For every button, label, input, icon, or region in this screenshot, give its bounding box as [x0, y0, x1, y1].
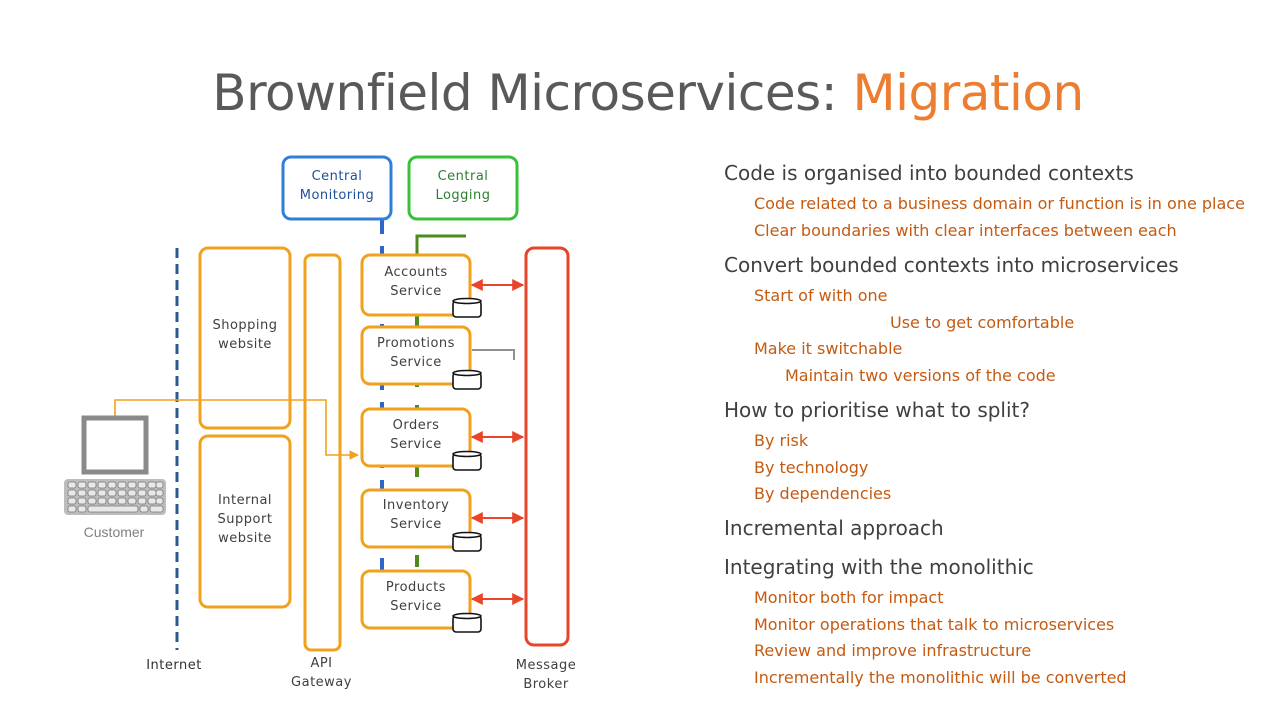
customer-label: Customer	[83, 524, 145, 540]
bullet-subitem: Use to get comfortable	[890, 313, 1075, 332]
orders-database-icon	[452, 450, 482, 471]
orders-service-label: Orders Service	[390, 418, 442, 452]
inventory-service-label: Inventory Service	[382, 498, 450, 532]
api-gateway-label: API Gateway	[291, 656, 352, 690]
bullet-subitem: Review and improve infrastructure	[754, 641, 1032, 660]
bullet-subitem: By risk	[754, 431, 809, 450]
promotions-service-label: Promotions Service	[377, 336, 455, 370]
customer-request-path	[114, 399, 359, 460]
bullet-subitem: Code related to a business domain or fun…	[754, 194, 1245, 213]
products-service-label: Products Service	[385, 580, 447, 614]
bullet-subitem: Monitor both for impact	[754, 588, 944, 607]
orders-service-box	[360, 407, 472, 468]
accounts-service-box	[360, 253, 472, 317]
shopping-website-box	[198, 246, 292, 430]
bullet-subitem: Start of with one	[754, 286, 888, 305]
bullet-subitem: By technology	[754, 458, 869, 477]
title-prefix: Brownfield Microservices:	[212, 64, 853, 122]
central-monitoring-label: Central Monitoring	[299, 169, 375, 203]
inventory-database-icon	[452, 531, 482, 552]
bullet-subitem: Incrementally the monolithic will be con…	[754, 668, 1127, 687]
products-service-box	[360, 569, 472, 630]
logging-connector	[415, 234, 466, 255]
bullet-item: Code is organised into bounded contexts	[724, 161, 1134, 185]
bullet-subitem: Maintain two versions of the code	[785, 366, 1056, 385]
internal-support-label: Internal Support website	[217, 493, 273, 546]
bullet-item: Convert bounded contexts into microservi…	[724, 253, 1179, 277]
accounts-service-label: Accounts Service	[384, 265, 448, 299]
shopping-website-label: Shopping website	[212, 318, 278, 352]
products-database-icon	[452, 612, 482, 633]
api-gateway-bar	[303, 253, 342, 652]
inventory-service-box	[360, 488, 472, 549]
bullet-item: Integrating with the monolithic	[724, 555, 1034, 579]
promotions-service-box	[360, 325, 472, 386]
central-logging-box	[407, 155, 519, 221]
title-highlight: Migration	[852, 64, 1084, 122]
central-logging-label: Central Logging	[435, 169, 491, 203]
internet-label: Internet	[146, 658, 202, 673]
accounts-database-icon	[452, 297, 482, 318]
bullet-subitem: Clear boundaries with clear interfaces b…	[754, 221, 1177, 240]
bullet-item: Incremental approach	[724, 516, 944, 540]
message-broker-label: Message Broker	[515, 658, 577, 692]
central-monitoring-box	[281, 155, 393, 221]
promotions-database-icon	[452, 369, 482, 390]
bullet-subitem: By dependencies	[754, 484, 892, 503]
bullet-item: How to prioritise what to split?	[724, 398, 1031, 422]
slide-title: Brownfield Microservices: Migration	[0, 64, 1280, 122]
bullet-subitem: Make it switchable	[754, 339, 903, 358]
computer-icon	[64, 415, 166, 515]
promotions-broker-connector	[472, 349, 515, 360]
message-broker-bar	[524, 246, 570, 647]
internal-support-box	[198, 434, 292, 609]
bullet-subitem: Monitor operations that talk to microser…	[754, 615, 1115, 634]
